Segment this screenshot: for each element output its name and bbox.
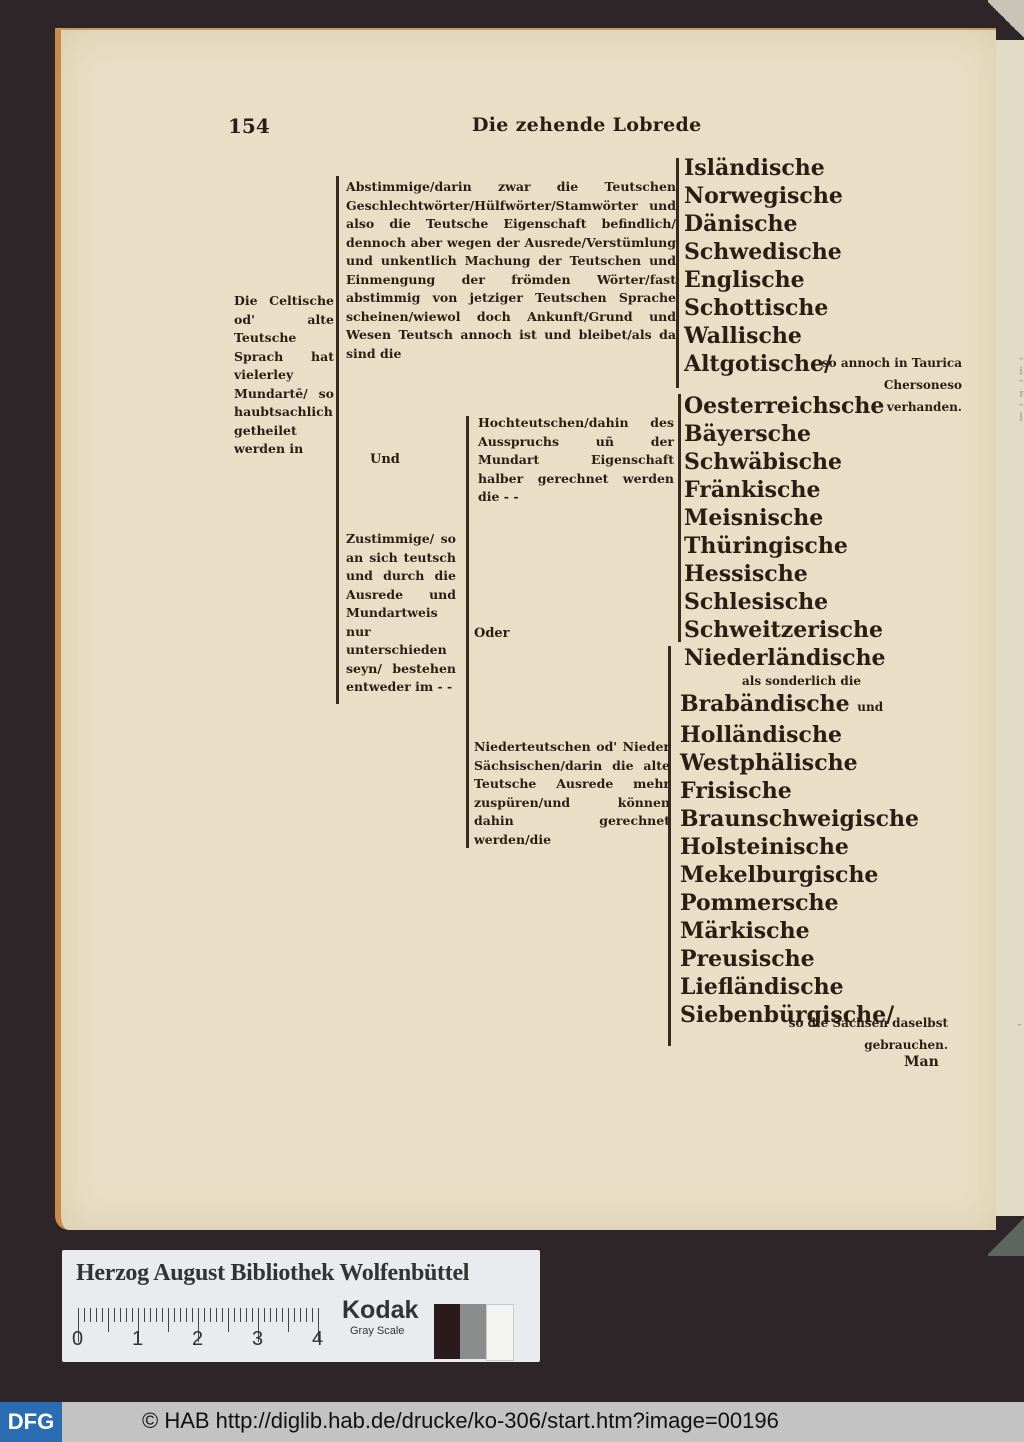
dialect-item: Bäyersche xyxy=(684,421,811,447)
dialect-item: Meisnische xyxy=(684,505,824,531)
niederlaendisch-note: als sonderlich die xyxy=(742,674,862,688)
connector-oder: Oder xyxy=(474,626,510,641)
dialect-item: Liefländische xyxy=(680,974,844,1000)
ruler-label: 1 xyxy=(132,1328,144,1350)
kodak-logo: Kodak xyxy=(342,1296,419,1324)
dialect-item: Hessische xyxy=(684,561,808,587)
dialect-item: Wallische xyxy=(684,323,802,349)
abstimmige-text: Abstimmige/darin zwar die Teutschen Gesc… xyxy=(346,179,676,361)
dialect-item: Brabändische und xyxy=(680,691,884,717)
dialect-item: Norwegische xyxy=(684,183,843,209)
connector-und: Und xyxy=(370,452,400,467)
hochteutsch-bracket xyxy=(678,394,681,642)
zustimmige-text: Zustimmige/ so an sich teutsch und durch… xyxy=(346,531,456,694)
root-node-text: Die Celtische od' alte Teutsche Sprach h… xyxy=(234,293,334,456)
copyright-link[interactable]: © HAB http://diglib.hab.de/drucke/ko-306… xyxy=(142,1408,779,1433)
niederteutsch-dialect-list: Brabändische und Holländische Westphälis… xyxy=(680,690,919,1029)
ruler-label: 3 xyxy=(252,1328,264,1350)
dialect-item: Braunschweigische xyxy=(680,806,920,832)
dialect-item: Schlesische xyxy=(684,589,829,615)
abstimmige-dialect-list: Isländische Norwegische Dänische Schwedi… xyxy=(684,154,843,378)
siebenbuergen-note: so die Sachsen daselbst gebrauchen. xyxy=(788,1016,948,1052)
zustimmige-brace xyxy=(466,416,469,848)
swatch-white xyxy=(486,1304,514,1361)
dfg-logo: DFG xyxy=(0,1402,62,1442)
niederteutsch-bracket xyxy=(668,646,671,1046)
dialect-item: Schweitzerische xyxy=(684,617,883,643)
dialect-item: Schottische xyxy=(684,295,829,321)
dialect-item: Holländische xyxy=(680,722,842,748)
dialect-item: Englische xyxy=(684,267,805,293)
dialect-item: Holsteinische xyxy=(680,834,849,860)
niederteutsch-text: Niederteutschen od' Nieder Sächsischen/d… xyxy=(474,739,670,847)
ruler-label: 4 xyxy=(312,1328,324,1350)
book-page xyxy=(55,28,996,1230)
dialect-item: Schwäbische xyxy=(684,449,842,475)
gray-scale-label: Gray Scale xyxy=(350,1325,405,1337)
dialect-item: Frisische xyxy=(680,778,792,804)
page-number: 154 xyxy=(228,114,270,138)
dialect-item: Pommersche xyxy=(680,890,839,916)
dialect-item: Oesterreichsche xyxy=(684,393,885,419)
footer-bar: DFG © HAB http://diglib.hab.de/drucke/ko… xyxy=(0,1402,1024,1442)
swatch-gray xyxy=(460,1304,486,1359)
abstimmige-bracket xyxy=(676,158,679,388)
dialect-item: Thüringische xyxy=(684,533,848,559)
library-name: Herzog August Bibliothek Wolfenbüttel xyxy=(76,1260,470,1286)
hochteutsch-dialect-list: Oesterreichsche Bäyersche Schwäbische Fr… xyxy=(684,392,886,672)
dialect-item: Altgotische/ xyxy=(684,351,832,377)
running-title: Die zehende Lobrede xyxy=(472,114,702,136)
color-reference-card: Herzog August Bibliothek Wolfenbüttel 0 … xyxy=(62,1250,540,1362)
dialect-item: Siebenbürgische/ xyxy=(680,1002,895,1028)
dialect-item: Mekelburgische xyxy=(680,862,879,888)
ruler-label: 2 xyxy=(192,1328,204,1350)
dialect-item: Fränkische xyxy=(684,477,821,503)
dialect-item: Märkische xyxy=(680,918,810,944)
ruler-label: 0 xyxy=(72,1328,84,1350)
hochteutsch-text: Hochteutschen/dahin des Ausspruchs uñ de… xyxy=(478,415,674,504)
dialect-item: Isländische xyxy=(684,155,825,181)
catchword: Man xyxy=(904,1054,939,1070)
dialect-item: Dänische xyxy=(684,211,798,237)
dialect-item: Preusische xyxy=(680,946,815,972)
dialect-item: Niederländische xyxy=(684,645,886,671)
altgotisch-note: so annoch in Taurica Chersoneso verhande… xyxy=(821,356,962,414)
dialect-item: Westphälische xyxy=(680,750,858,776)
swatch-black xyxy=(434,1304,460,1359)
dialect-item: Schwedische xyxy=(684,239,842,265)
root-brace xyxy=(336,176,339,704)
ruler xyxy=(78,1308,323,1342)
